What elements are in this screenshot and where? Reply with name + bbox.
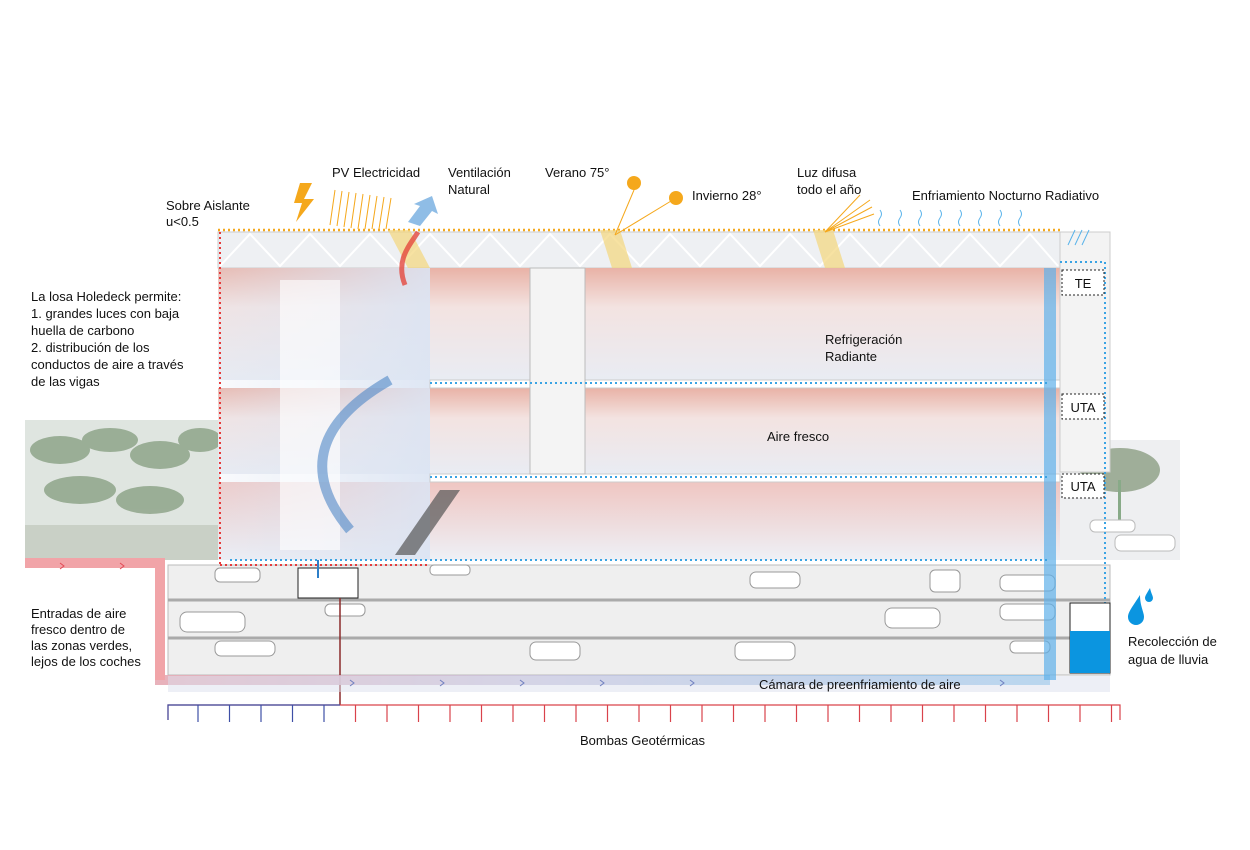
uta-box-lower <box>1061 473 1105 499</box>
label-enfriamiento: Enfriamiento Nocturno Radiativo <box>912 188 1099 203</box>
diffuse-light-rays-icon <box>824 194 875 233</box>
te-label: TE <box>1075 276 1092 291</box>
label-camara: Cámara de preenfriamiento de aire <box>759 677 961 692</box>
palm-landscape <box>25 420 222 560</box>
label-bombas: Bombas Geotérmicas <box>580 733 705 748</box>
building-section <box>217 231 1111 560</box>
parking-levels <box>167 560 1111 705</box>
lightning-icon <box>294 183 314 222</box>
te-box <box>1061 269 1105 296</box>
label-aire-fresco: Aire fresco <box>767 429 829 444</box>
pv-panel-icon <box>329 189 392 230</box>
radiative-cooling-icon <box>878 209 1022 227</box>
rain-icon <box>1067 229 1090 246</box>
uta-label-upper: UTA <box>1070 400 1095 415</box>
label-pv: PV Electricidad <box>332 165 420 180</box>
summer-sun-icon <box>627 176 641 190</box>
label-holedeck: La losa Holedeck permite: 1. grandes luc… <box>31 289 187 389</box>
air-intake-box <box>297 567 359 599</box>
uta-label-lower: UTA <box>1070 479 1095 494</box>
label-entradas: Entradas de aire fresco dentro de las zo… <box>31 606 141 669</box>
ventilation-arrow-icon <box>408 196 438 226</box>
rain-water-tank <box>1069 602 1111 674</box>
fresh-air-duct <box>25 232 1110 692</box>
street-view <box>1060 440 1180 560</box>
label-invierno: Invierno 28° <box>692 188 762 203</box>
label-verano: Verano 75° <box>545 165 609 180</box>
water-drop-icon <box>1128 595 1144 625</box>
geothermal-pumps <box>167 704 1121 722</box>
uta-box-upper <box>1061 393 1105 420</box>
